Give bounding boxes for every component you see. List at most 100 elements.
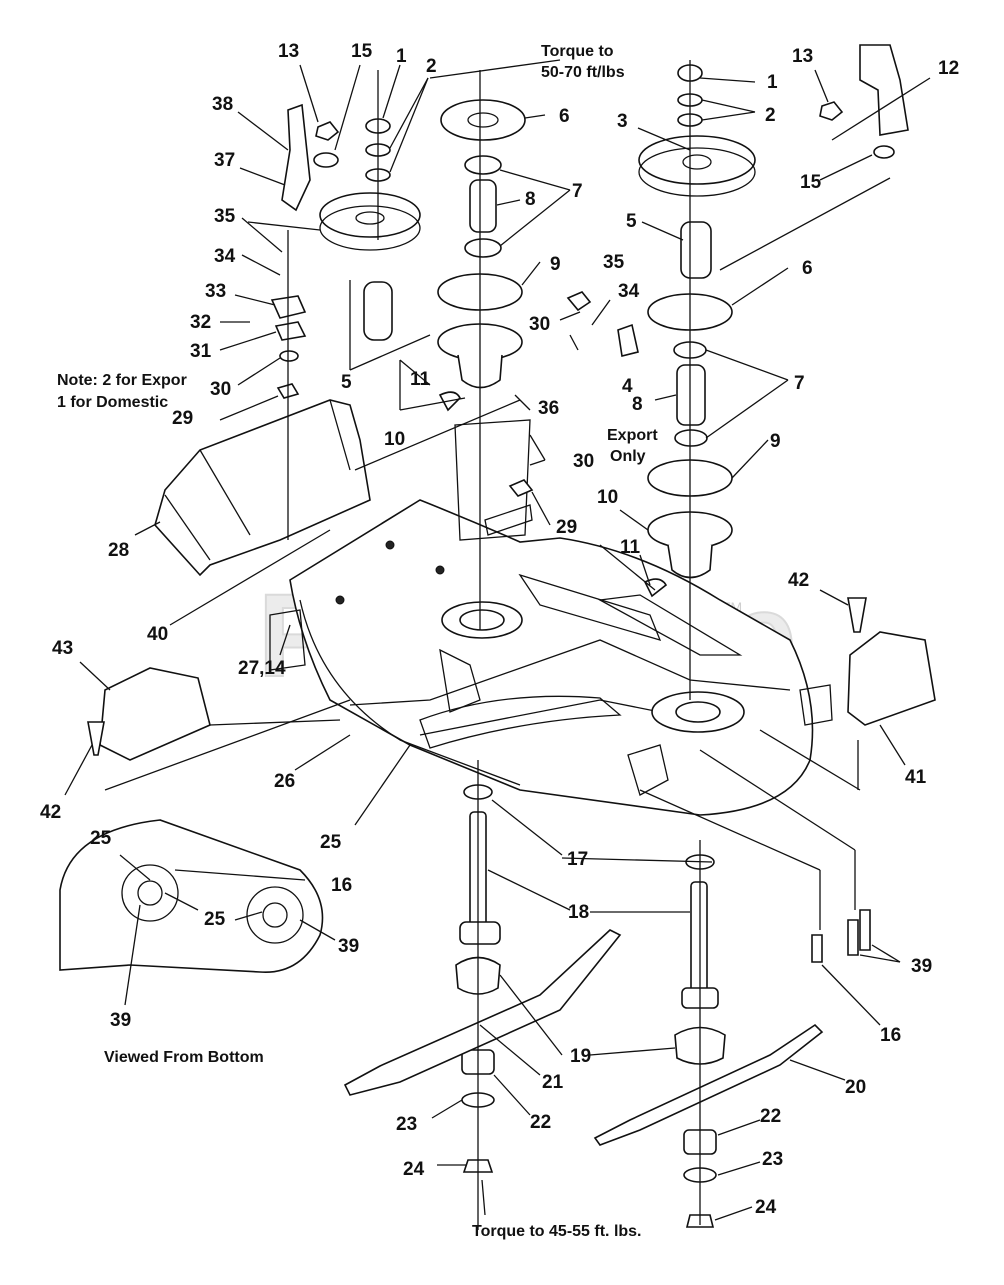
leader-lines <box>64 59 931 1230</box>
left-pulley-stack <box>319 118 421 341</box>
note-export-only-2: Only <box>610 448 646 465</box>
callout-42-left: 42 <box>40 802 61 823</box>
callout-29-center: 29 <box>556 517 577 538</box>
callout-32: 32 <box>190 312 211 333</box>
callout-35-center: 35 <box>603 252 625 273</box>
note-export-only-1: Export <box>607 427 658 444</box>
callout-39-inset-left: 39 <box>110 1010 131 1031</box>
note-torque-top-2: 50-70 ft/lbs <box>541 64 625 81</box>
callout-9-right: 9 <box>770 431 781 452</box>
note-viewed-from-bottom: Viewed From Bottom <box>104 1049 264 1066</box>
callout-19: 19 <box>570 1046 591 1067</box>
callout-12: 12 <box>938 58 959 79</box>
right-blade-part-20 <box>593 1023 824 1146</box>
callout-13-right: 13 <box>792 46 813 67</box>
part-callouts: 13 15 1 2 38 37 35 34 33 32 31 30 29 5 1… <box>40 41 959 1218</box>
callout-15-left: 15 <box>351 41 373 62</box>
bracket-part-31 <box>274 321 307 341</box>
callout-23-right: 23 <box>762 1149 783 1170</box>
callout-26: 26 <box>274 771 295 792</box>
callout-3: 3 <box>617 111 628 132</box>
nut-part-13-left <box>315 121 340 141</box>
washer-part-15-left <box>313 152 339 168</box>
callout-7-center: 7 <box>572 181 583 202</box>
callout-6-right: 6 <box>802 258 813 279</box>
center-spindle-stack <box>437 99 526 389</box>
left-blade-part-21 <box>343 929 622 1096</box>
callout-16-inset: 16 <box>331 875 352 896</box>
screw-part-39-b <box>859 909 871 951</box>
note-torque-bottom: Torque to 45-55 ft. lbs. <box>472 1223 642 1240</box>
callout-29-left: 29 <box>172 408 193 429</box>
callout-5-left: 5 <box>341 372 352 393</box>
callout-23-left: 23 <box>396 1114 417 1135</box>
note-export-1: Note: 2 for Expor <box>57 372 187 389</box>
nut-part-29-center <box>508 479 534 497</box>
callout-20: 20 <box>845 1077 866 1098</box>
callout-8-center: 8 <box>525 189 536 210</box>
callout-22-left: 22 <box>530 1112 551 1133</box>
callout-28: 28 <box>108 540 129 561</box>
callout-25-main: 25 <box>320 832 342 853</box>
callout-18: 18 <box>568 902 589 923</box>
callout-22-right: 22 <box>760 1106 781 1127</box>
callout-13-left: 13 <box>278 41 299 62</box>
nut-part-35 <box>566 291 592 312</box>
bottom-view-inset <box>59 819 324 973</box>
callout-2-right: 2 <box>765 105 776 126</box>
callout-2-left: 2 <box>426 56 437 77</box>
note-torque-top-1: Torque to <box>541 43 614 60</box>
callout-40: 40 <box>147 624 168 645</box>
mower-deck-housing <box>269 419 833 816</box>
screw-part-42-left <box>87 721 105 756</box>
callout-4: 4 <box>622 376 633 397</box>
callout-7-right: 7 <box>794 373 805 394</box>
callout-9-center: 9 <box>550 254 561 275</box>
callout-31: 31 <box>190 341 212 362</box>
callout-34-center: 34 <box>618 281 640 302</box>
callout-25-inset-mid: 25 <box>204 909 226 930</box>
nut-part-13-right <box>819 101 844 121</box>
screw-part-42-right <box>847 597 867 633</box>
callout-39-right: 39 <box>911 956 932 977</box>
belt-guard-part-41 <box>847 631 936 726</box>
callout-30-export: 30 <box>573 451 594 472</box>
washer-part-15-right <box>873 145 895 159</box>
screw-part-16 <box>811 934 823 963</box>
callout-11-left: 11 <box>410 369 431 390</box>
callout-17: 17 <box>567 849 588 870</box>
belt-guard-part-43 <box>99 667 211 761</box>
discharge-chute-part-28 <box>154 399 371 577</box>
callout-10-right: 10 <box>597 487 618 508</box>
rod-part-40 <box>354 399 521 471</box>
callout-6-center: 6 <box>559 106 570 127</box>
callout-24-left: 24 <box>403 1159 425 1180</box>
bolt-part-4 <box>617 323 639 357</box>
screw-part-39-a <box>847 919 859 956</box>
callout-11-right: 11 <box>620 537 641 558</box>
callout-5-right: 5 <box>626 211 637 232</box>
note-export-2: 1 for Domestic <box>57 394 168 411</box>
callout-15-right: 15 <box>800 172 822 193</box>
washer-part-30 <box>279 350 299 362</box>
callout-16-right: 16 <box>880 1025 901 1046</box>
callout-25-inset-top: 25 <box>90 828 112 849</box>
callout-35-left: 35 <box>214 206 236 227</box>
callout-27-14: 27,14 <box>238 658 286 679</box>
callout-1-left: 1 <box>396 46 407 67</box>
bracket-part-12 <box>859 44 909 136</box>
callout-8-right: 8 <box>632 394 643 415</box>
callout-30-left: 30 <box>210 379 231 400</box>
callout-21: 21 <box>542 1072 564 1093</box>
callout-43: 43 <box>52 638 73 659</box>
callout-30-center: 30 <box>529 314 550 335</box>
callout-38: 38 <box>212 94 233 115</box>
idler-arm-part-38 <box>281 103 311 212</box>
callout-37: 37 <box>214 150 235 171</box>
callout-10-left: 10 <box>384 429 405 450</box>
callout-41: 41 <box>905 767 927 788</box>
right-spindle-stack <box>638 64 756 579</box>
callout-39-inset-right: 39 <box>338 936 359 957</box>
